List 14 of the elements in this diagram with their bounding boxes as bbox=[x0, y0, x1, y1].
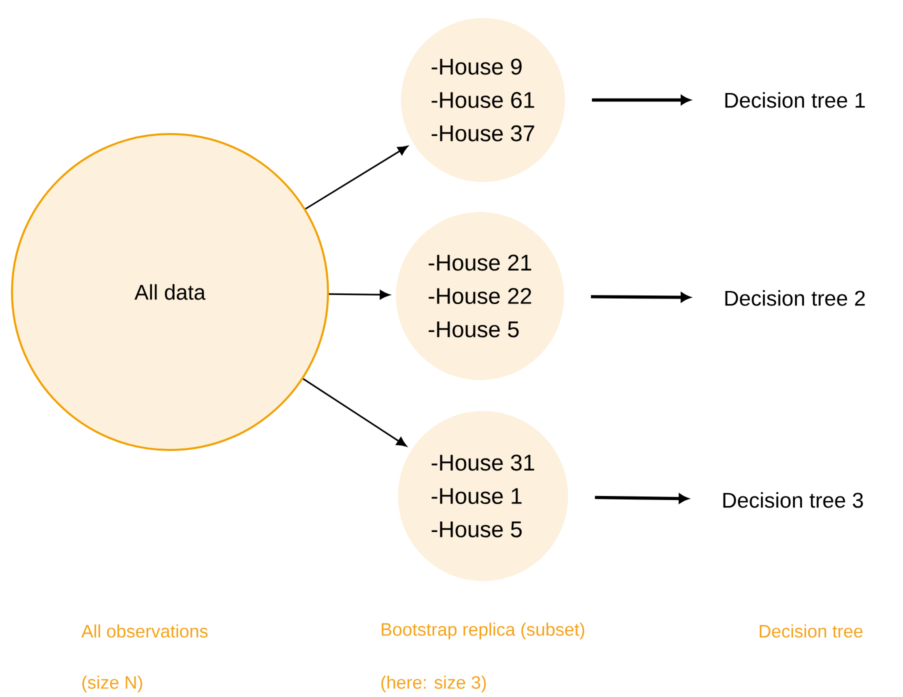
arrow bbox=[590, 292, 690, 302]
arrow bbox=[328, 290, 390, 300]
arrow bbox=[592, 95, 690, 105]
tree-label: Decision tree 2 bbox=[725, 290, 865, 306]
arrow bbox=[302, 378, 407, 447]
column-caption: (here: size 3) bbox=[381, 676, 486, 692]
column-caption: (size N) bbox=[82, 676, 142, 692]
arrow bbox=[305, 146, 408, 210]
arrow bbox=[594, 494, 688, 504]
column-caption: Bootstrap replica (subset) bbox=[382, 622, 584, 640]
tree-label: Decision tree 1 bbox=[725, 92, 865, 108]
column-caption: All observations bbox=[81, 624, 208, 638]
tree-label: Decision tree 3 bbox=[723, 492, 863, 508]
column-caption: Decision tree bbox=[760, 624, 862, 638]
